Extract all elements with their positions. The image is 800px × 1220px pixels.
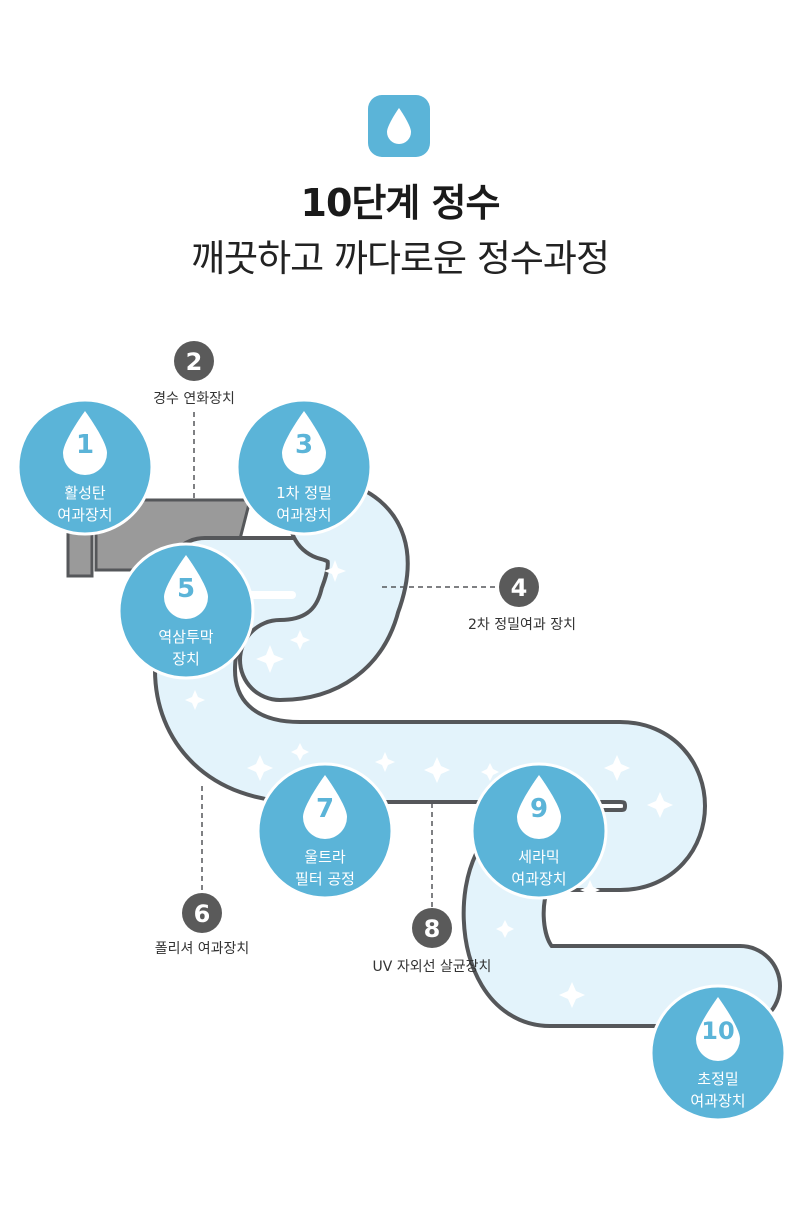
stage-10-line2: 여과장치 <box>690 1092 746 1110</box>
stage-7-line1: 울트라 <box>304 848 346 866</box>
water-drop-icon <box>282 411 326 475</box>
stage-1-number: 1 <box>75 430 95 460</box>
stage-8-label: UV 자외선 살균장치 <box>372 959 492 975</box>
left-housing-cap <box>66 528 94 578</box>
stage-9-line2: 여과장치 <box>511 870 567 888</box>
stage-5-number: 5 <box>176 574 196 604</box>
page-subtitle: 깨끗하고 까다로운 정수과정 <box>190 237 610 280</box>
marker-2-number: 2 <box>185 348 203 376</box>
stage-3-circle <box>235 398 373 536</box>
leader-lines <box>193 412 498 908</box>
stage-10-number: 10 <box>701 1017 735 1045</box>
sparkle-icon <box>256 645 284 673</box>
water-drop-icon <box>63 411 107 475</box>
header-water-drop-icon <box>368 95 430 157</box>
marker-8-number: 8 <box>423 915 441 943</box>
stage-10-line1: 초정밀 <box>697 1070 739 1088</box>
water-drop-icon <box>696 997 740 1061</box>
stage-5-line2: 장치 <box>172 650 200 668</box>
marker-8 <box>412 908 452 948</box>
stage-5-line1: 역삼투막 <box>158 628 214 646</box>
sparkle-icon <box>290 630 310 650</box>
sparkle-icon <box>291 743 309 761</box>
water-drop-icon <box>517 775 561 839</box>
sparkle-icon <box>424 757 450 783</box>
stage-4-label: 2차 정밀여과 장치 <box>468 617 576 633</box>
marker-4 <box>499 567 539 607</box>
stage-9-number: 9 <box>529 794 549 824</box>
sparkle-icon <box>185 690 205 710</box>
marker-4-number: 4 <box>510 574 528 602</box>
stage-1-circle <box>16 398 154 536</box>
sparkle-icon <box>247 755 273 781</box>
stage-3-line1: 1차 정밀 <box>276 484 332 502</box>
sparkle-group <box>185 560 673 1008</box>
stage-2-label: 경수 연화장치 <box>153 391 235 407</box>
stage-9-circle <box>470 762 608 900</box>
stage-1-line1: 활성탄 <box>64 484 106 502</box>
stage-10-circle <box>649 984 787 1122</box>
stage-3-number: 3 <box>294 430 314 460</box>
sparkle-icon <box>559 982 585 1008</box>
stage-7-number: 7 <box>315 794 335 824</box>
water-drop-icon <box>303 775 347 839</box>
pipe-riser-body <box>242 482 406 698</box>
sparkle-icon <box>481 763 499 781</box>
marker-6 <box>182 893 222 933</box>
sparkle-icon <box>647 792 673 818</box>
sparkle-icon <box>496 920 514 938</box>
stage-5-circle <box>117 542 255 680</box>
sparkle-icon <box>580 880 600 900</box>
stage-1-line2: 여과장치 <box>57 506 113 524</box>
sparkle-icon <box>375 752 395 772</box>
marker-2 <box>174 341 214 381</box>
stage-9-line1: 세라믹 <box>518 848 560 866</box>
water-drop-icon <box>164 555 208 619</box>
sparkle-icon <box>604 755 630 781</box>
stage-7-circle <box>256 762 394 900</box>
marker-6-number: 6 <box>193 900 211 928</box>
sparkle-icon <box>324 560 346 582</box>
page-title: 10단계 정수 <box>300 181 501 225</box>
stage-7-line2: 필터 공정 <box>295 870 355 888</box>
stage-6-label: 폴리셔 여과장치 <box>154 941 250 957</box>
stage-3-line2: 여과장치 <box>276 506 332 524</box>
